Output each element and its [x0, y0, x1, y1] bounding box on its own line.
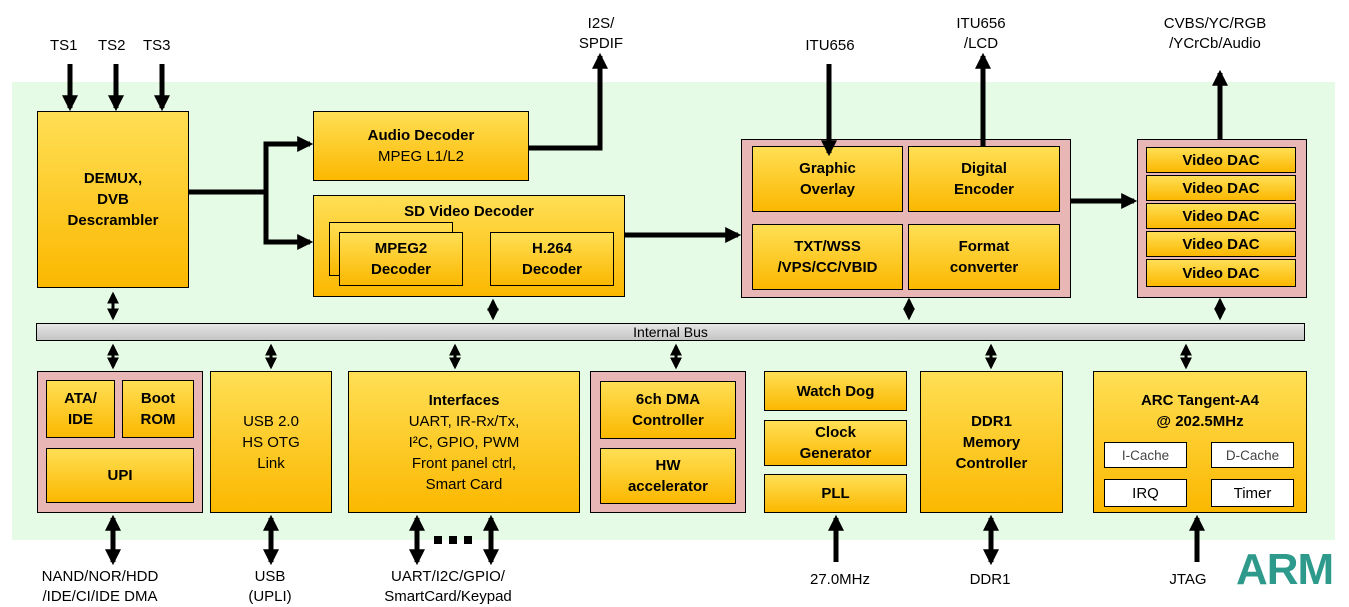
- ddr-label: DDR1: [969, 571, 1011, 588]
- arm-logo: ARM: [1236, 545, 1334, 594]
- usb-upli-label: USB(UPLI): [248, 568, 292, 605]
- dcache-block: D-Cache: [1211, 442, 1294, 468]
- video-dac-2: Video DAC: [1146, 175, 1296, 201]
- ellipsis-dots: [434, 536, 472, 544]
- clock-input-label: 27.0MHz: [809, 571, 871, 588]
- audio-to-i2s-arrow: [529, 52, 609, 151]
- ts2-label: TS2: [98, 37, 126, 54]
- ata-ide-block: ATA/IDE: [46, 380, 115, 438]
- irq-block: IRQ: [1104, 479, 1187, 507]
- internal-bus: Internal Bus: [36, 323, 1305, 341]
- txt-wss-block: TXT/WSS/VPS/CC/VBID: [752, 224, 903, 290]
- i2s-label: I2S/SPDIF: [578, 15, 624, 52]
- demux-to-audio-arrow: [189, 135, 314, 195]
- video-dac-3: Video DAC: [1146, 203, 1296, 229]
- cvbs-output-label: CVBS/YC/RGB/YCrCb/Audio: [1163, 15, 1267, 52]
- uart-io-label: UART/I2C/GPIO/SmartCard/Keypad: [384, 568, 512, 605]
- interfaces-block: Interfaces UART, IR-Rx/Tx, I²C, GPIO, PW…: [348, 371, 580, 513]
- ts1-label: TS1: [50, 37, 78, 54]
- itu656-input-label: ITU656: [805, 37, 855, 54]
- timer-block: Timer: [1211, 479, 1294, 507]
- icache-block: I-Cache: [1104, 442, 1187, 468]
- demux-to-video-arrow: [263, 192, 314, 251]
- upi-block: UPI: [46, 448, 194, 503]
- pll-block: PLL: [764, 474, 907, 513]
- nand-label: NAND/NOR/HDD/IDE/CI/IDE DMA: [41, 568, 159, 605]
- jtag-label: JTAG: [1169, 571, 1207, 588]
- watchdog-block: Watch Dog: [764, 371, 907, 411]
- itu656-lcd-label: ITU656/LCD: [956, 15, 1006, 52]
- video-dac-5: Video DAC: [1146, 259, 1296, 287]
- ts3-label: TS3: [143, 37, 171, 54]
- video-dac-4: Video DAC: [1146, 231, 1296, 257]
- video-dac-1: Video DAC: [1146, 147, 1296, 173]
